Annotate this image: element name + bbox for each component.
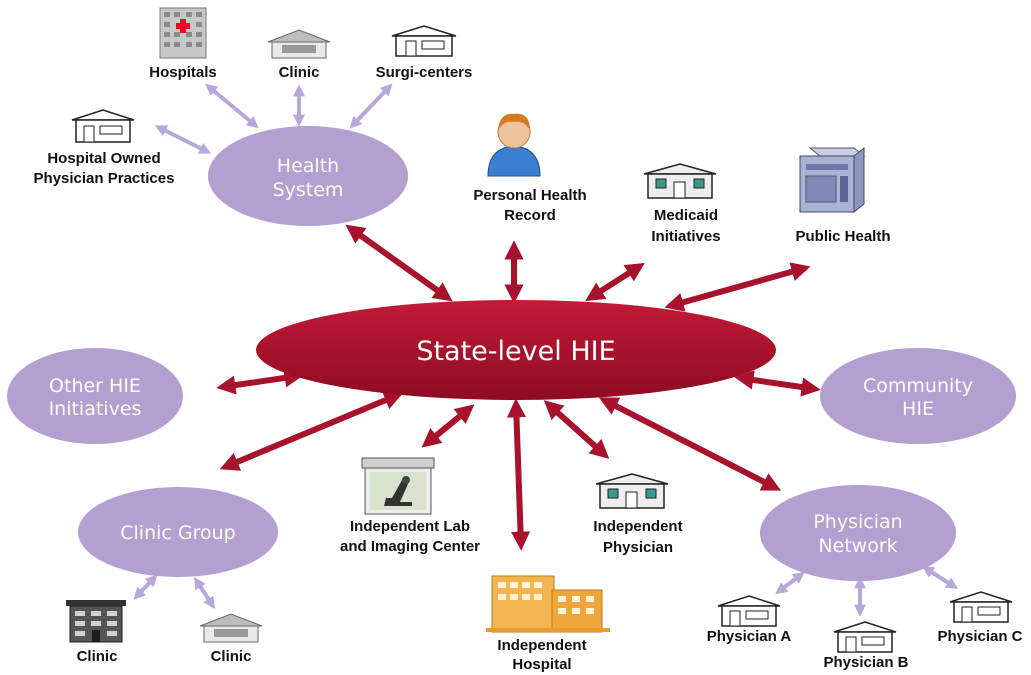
surgi-centers-label: Surgi-centers <box>376 64 473 81</box>
clinic-building-icon <box>199 613 263 643</box>
server-icon <box>799 146 866 214</box>
arrow-physician-c <box>921 566 959 589</box>
arrow-medicaid <box>585 262 645 302</box>
cluster-label-line1: Physician <box>813 511 902 533</box>
clinic-top-label: Clinic <box>279 64 320 81</box>
cluster-label-line1: Other HIE <box>49 375 141 397</box>
hospitals-label: Hospitals <box>149 64 217 81</box>
cluster-label-line1: Clinic Group <box>120 522 235 544</box>
arrow-hospitals <box>205 83 259 129</box>
arrow-ind-physician <box>543 400 610 459</box>
medicaid-label-line2: Initiatives <box>651 228 720 245</box>
lab-label-line1: Independent Lab <box>350 518 470 535</box>
hospital-building-icon <box>486 575 610 633</box>
hospital-owned-label-line2: Physician Practices <box>34 170 175 187</box>
ind-physician-label-line1: Independent <box>593 518 682 535</box>
cluster-label-line2: Network <box>818 535 897 557</box>
ind-hospital-label-line2: Hospital <box>512 656 571 673</box>
cluster-clinic-group: Clinic Group <box>78 487 278 577</box>
hub-arrows <box>216 224 821 551</box>
cluster-ellipse <box>760 485 956 581</box>
cluster-label-line1: Community <box>863 375 973 397</box>
ind-physician-label-line2: Physician <box>603 539 673 556</box>
phr-label-line2: Record <box>504 207 556 224</box>
hospital-building-icon <box>159 7 207 59</box>
cluster-label-line2: HIE <box>902 398 934 420</box>
ind-hospital-label-line1: Independent <box>497 637 586 654</box>
hub-ellipse <box>256 300 776 400</box>
house-icon <box>595 473 669 509</box>
clinic-building-icon <box>267 29 331 59</box>
cluster-ellipse <box>78 487 278 577</box>
physician-b-label: Physician B <box>823 654 908 671</box>
cluster-label-line2: Initiatives <box>49 398 142 420</box>
cluster-arrows <box>133 83 959 617</box>
cluster-label-line1: Health <box>277 155 339 177</box>
microscope-icon <box>361 457 435 515</box>
cluster-physician-network: Physician Network <box>760 485 956 581</box>
arrow-public-health <box>664 262 811 312</box>
cluster-other-hie: Other HIE Initiatives <box>7 348 183 444</box>
cluster-ellipse <box>7 348 183 444</box>
arrow-health-system <box>345 224 453 302</box>
cluster-label-line2: System <box>273 179 344 201</box>
hub-label: State-level HIE <box>416 336 615 367</box>
hospital-owned-label-line1: Hospital Owned <box>47 150 160 167</box>
arrow-community-hie <box>734 370 821 397</box>
arrow-lab <box>421 404 475 448</box>
cluster-health-system: Health System <box>208 126 408 226</box>
arrow-other-hie <box>216 368 304 395</box>
cluster-community-hie: Community HIE <box>820 348 1016 444</box>
clinic-building-icon <box>66 600 126 643</box>
physician-c-label: Physician C <box>937 628 1022 645</box>
arrow-clinic-right <box>194 576 215 610</box>
house-icon <box>71 109 135 143</box>
arrow-surgi <box>349 83 393 129</box>
cluster-ellipse <box>208 126 408 226</box>
arrow-clinic-group <box>219 391 404 471</box>
arrow-physician-network <box>598 397 782 491</box>
clinic-left-label: Clinic <box>77 648 118 665</box>
medicaid-label-line1: Medicaid <box>654 207 718 224</box>
arrow-hospital-owned <box>154 125 212 154</box>
arrow-clinic-left <box>133 574 158 600</box>
house-icon <box>717 595 781 627</box>
physician-a-label: Physician A <box>707 628 792 645</box>
arrow-ind-hospital <box>506 398 531 551</box>
lab-label-line2: and Imaging Center <box>340 538 480 555</box>
house-icon <box>833 621 897 653</box>
person-icon <box>487 113 541 177</box>
house-icon <box>643 163 717 199</box>
arrow-physician-a <box>775 571 805 595</box>
cluster-ellipse <box>820 348 1016 444</box>
hub: State-level HIE <box>256 300 776 400</box>
clinic-right-label: Clinic <box>211 648 252 665</box>
phr-label-line1: Personal Health <box>473 187 586 204</box>
house-icon <box>391 25 457 57</box>
public-health-label: Public Health <box>795 228 890 245</box>
house-icon <box>949 591 1013 623</box>
